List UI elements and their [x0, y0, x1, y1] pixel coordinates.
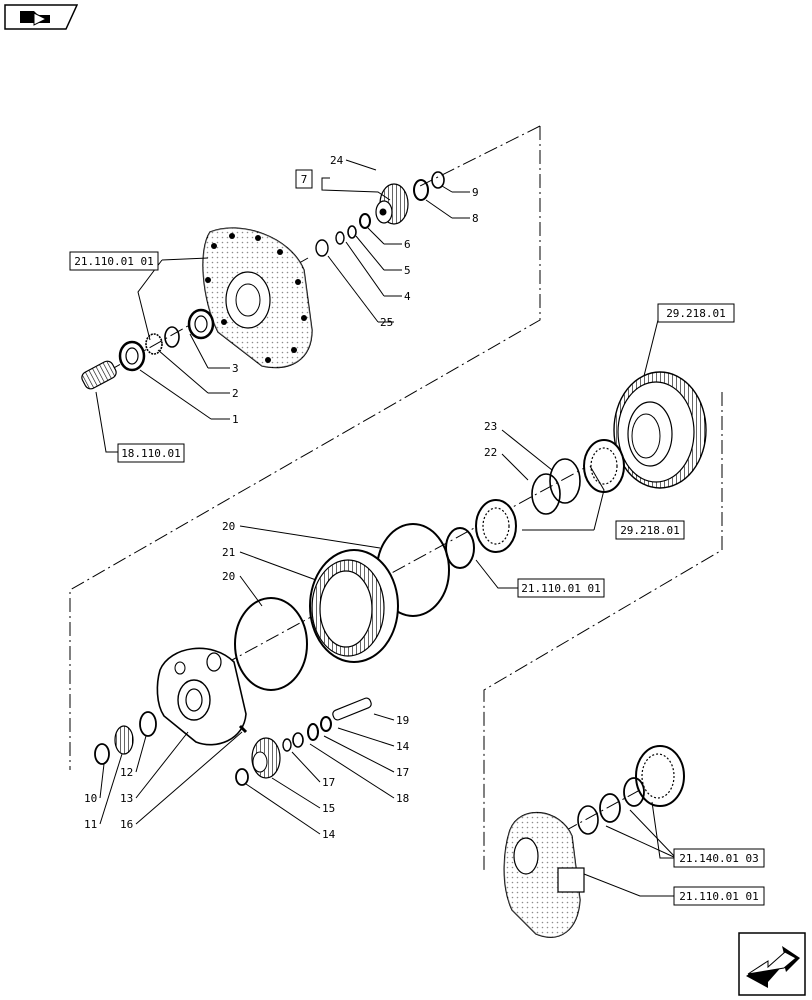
item-number-labels: 1 2 3 4 5 6 8 9 10 11 12 13 14 14 15 16 … [84, 154, 497, 841]
item-number: 20 [222, 520, 235, 533]
item-number: 9 [472, 186, 479, 199]
ring-8 [413, 171, 445, 201]
reference-box-29-218-01-mid[interactable]: 29.218.01 [615, 520, 685, 540]
item-number: 12 [120, 766, 133, 779]
svg-text:18.110.01: 18.110.01 [121, 447, 181, 460]
item-number: 3 [232, 362, 239, 375]
large-ring-gear [613, 371, 707, 489]
item-number: 23 [484, 420, 497, 433]
reference-box-21-110-01-01-bottom[interactable]: 21.110.01 01 [673, 886, 765, 906]
lower-shims [577, 777, 645, 835]
snap-rings-22-23 [531, 458, 581, 515]
lower-housing-subassembly [503, 812, 585, 938]
ring-gear-21 [309, 549, 399, 663]
snap-ring-20-lower [234, 597, 308, 691]
reference-box-21-140-01-03[interactable]: 21.140.01 03 [673, 848, 765, 868]
item-number: 20 [222, 570, 235, 583]
reference-box-18-110-01[interactable]: 18.110.01 [117, 443, 185, 463]
item-number: 14 [322, 828, 336, 841]
item-number: 17 [322, 776, 335, 789]
shim-2b [145, 333, 163, 355]
sun-gear-11 [114, 725, 134, 755]
svg-text:21.140.01 03: 21.140.01 03 [679, 852, 758, 865]
next-page-button[interactable] [738, 932, 806, 996]
item-number: 1 [232, 413, 239, 426]
planet-gear-15 [251, 737, 281, 779]
bearing-3 [187, 308, 215, 340]
washers-17-18 [282, 716, 332, 752]
item-number: 24 [330, 154, 344, 167]
reference-box-21-110-01-01-mid[interactable]: 21.110.01 01 [517, 578, 605, 598]
back-button[interactable] [4, 4, 79, 30]
item-number: 22 [484, 446, 497, 459]
leader-lines [95, 159, 696, 897]
pinion-gear-7 [375, 183, 409, 225]
bearing-plate [583, 439, 625, 493]
snap-ring-12 [139, 711, 157, 737]
thrust-ring-mid [445, 527, 475, 569]
svg-text:21.110.01 01: 21.110.01 01 [74, 255, 153, 268]
item-number: 18 [396, 792, 409, 805]
washers-4-5-6 [315, 213, 371, 257]
planet-carrier-13 [156, 647, 247, 746]
item-number: 13 [120, 792, 133, 805]
item-number: 21 [222, 546, 235, 559]
item-number: 19 [396, 714, 409, 727]
item-number: 10 [84, 792, 97, 805]
svg-text:21.110.01 01: 21.110.01 01 [521, 582, 600, 595]
bearing-1 [118, 340, 146, 372]
item-number: 2 [232, 387, 239, 400]
roll-pin-16 [238, 724, 248, 734]
item-number: 5 [404, 264, 411, 277]
item-number: 11 [84, 818, 97, 831]
svg-text:29.218.01: 29.218.01 [620, 524, 680, 537]
boxed-item-number[interactable]: 7 [295, 169, 313, 189]
next-page-arrow-icon [738, 932, 806, 996]
item-number: 16 [120, 818, 133, 831]
planetary-housing-cover [202, 227, 313, 369]
item-number: 8 [472, 212, 479, 225]
bearing-mid [475, 499, 517, 553]
svg-text:7: 7 [301, 173, 308, 186]
folder-back-arrow-icon [4, 4, 79, 30]
item-number: 14 [396, 740, 410, 753]
snap-ring-2 [164, 326, 180, 348]
planet-pin-19 [332, 697, 372, 721]
item-number: 6 [404, 238, 411, 251]
reference-box-29-218-01-top[interactable]: 29.218.01 [657, 303, 735, 323]
splined-shaft [81, 360, 117, 390]
svg-text:21.110.01 01: 21.110.01 01 [679, 890, 758, 903]
item-number: 15 [322, 802, 335, 815]
thrust-washer-14 [235, 768, 249, 786]
snap-ring-10 [94, 743, 110, 765]
reference-box-21-110-01-01-top[interactable]: 21.110.01 01 [69, 251, 159, 271]
lower-bearing [635, 745, 685, 807]
svg-text:29.218.01: 29.218.01 [666, 307, 726, 320]
item-number: 4 [404, 290, 411, 303]
item-number: 25 [380, 316, 393, 329]
item-number: 17 [396, 766, 409, 779]
assembly-boundary-lines [69, 125, 723, 872]
